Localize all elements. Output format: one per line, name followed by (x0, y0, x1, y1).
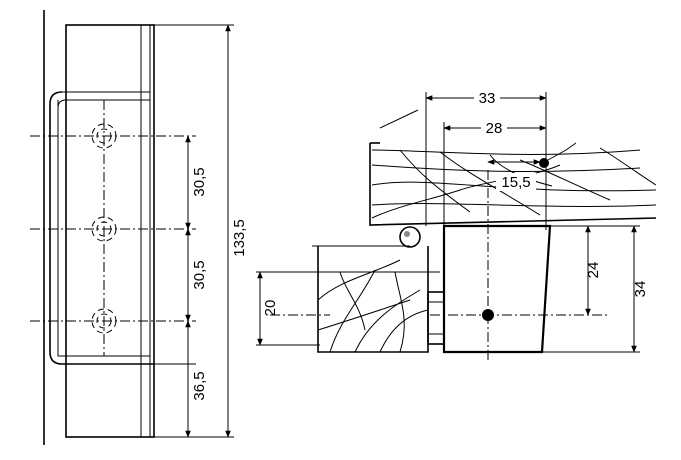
dim-text-spacing-lower: 30,5 (191, 260, 208, 289)
hinge-plate (427, 291, 445, 345)
dim-text-height-large: 34 (632, 281, 649, 298)
dim-text-thickness: 20 (262, 300, 279, 317)
label-bg-155 (496, 173, 536, 191)
dim-text-bottom-offset: 36,5 (191, 371, 208, 400)
door-panel-upper (369, 109, 657, 226)
dim-text-spacing-upper: 30,5 (191, 167, 208, 196)
dim-text-height-small: 24 (585, 262, 602, 279)
frame-section-lower (270, 245, 440, 353)
dim-text-total-height: 133,5 (231, 219, 248, 257)
dim-text-depth-outer: 33 (479, 90, 496, 107)
hinge-front-view: 30,5 30,5 36,5 133,5 (30, 10, 248, 445)
dim-text-bore-offset: 15,5 (501, 174, 530, 191)
dim-text-depth-inner: 28 (486, 120, 503, 137)
label-bg-28 (481, 118, 507, 136)
mounting-plate-inner (57, 99, 151, 357)
seal-gasket (399, 226, 421, 248)
mounting-plate-outline (49, 91, 154, 365)
bore-center (539, 158, 549, 168)
label-bg-33 (474, 88, 500, 106)
seal-gasket-highlight (404, 231, 410, 237)
hinge-section-view: 33 28 15,5 24 34 20 (256, 88, 657, 360)
leader-line (547, 142, 577, 161)
hinge-leaf-outline (65, 24, 155, 438)
